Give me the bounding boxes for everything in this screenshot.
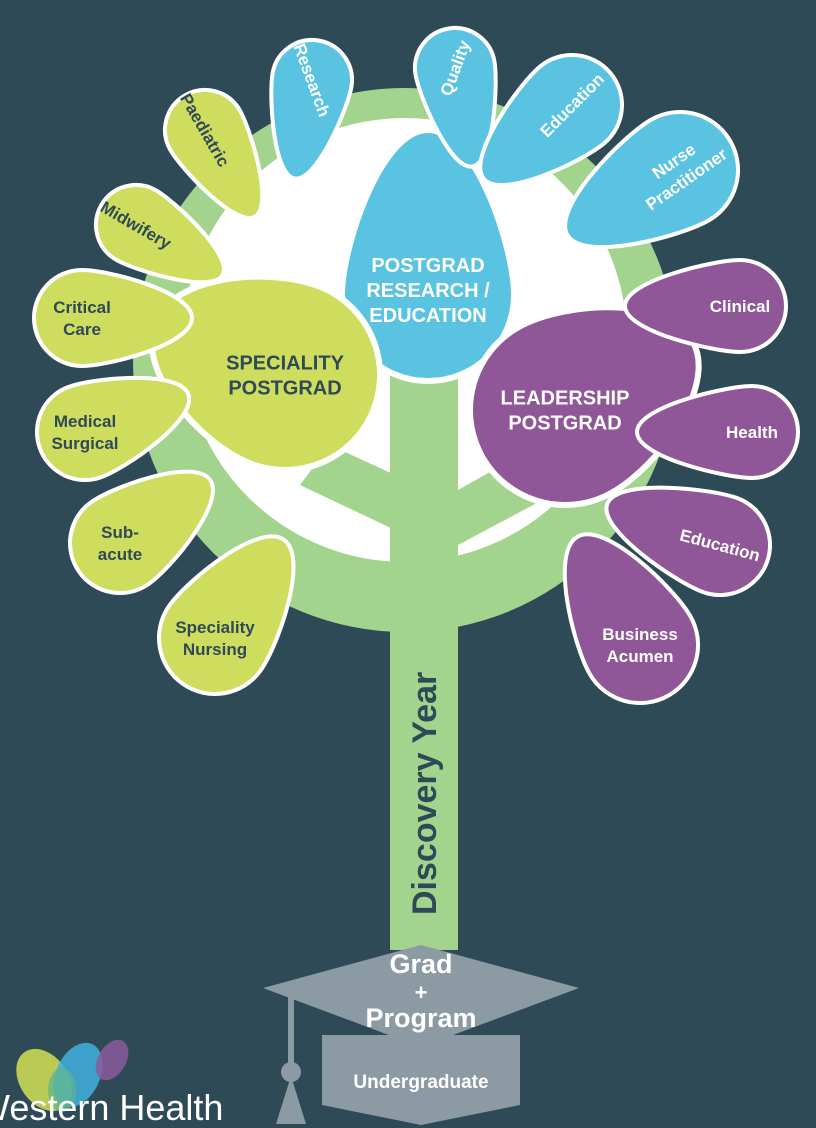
- center-drop-leadership: LEADERSHIP POSTGRAD: [466, 304, 702, 509]
- petal-shape: [622, 257, 789, 355]
- petal-research-research: Research: [269, 38, 354, 181]
- center-drop-research: POSTGRAD RESEARCH / EDUCATION: [338, 126, 518, 385]
- cap-label: Grad+Program: [365, 949, 476, 1033]
- petal-leadership-education: Education: [604, 485, 772, 597]
- graduation-cap: [263, 945, 579, 1125]
- label-line: Surgical: [51, 434, 118, 453]
- petal-shape: [563, 110, 740, 250]
- label-line: Care: [63, 320, 101, 339]
- label-line: acute: [98, 545, 142, 564]
- petal-shape: [68, 469, 215, 595]
- label-line: Clinical: [710, 297, 770, 316]
- label-line: Critical: [53, 298, 111, 317]
- petal-specialty-paediatric: Paediatric: [163, 88, 265, 220]
- label-line: Health: [726, 423, 778, 442]
- petal-shape: [562, 532, 700, 705]
- petal-shape: [35, 375, 192, 482]
- petal-label: Sub-acute: [98, 523, 142, 564]
- petal-shape: [478, 53, 624, 187]
- label-line: Sub-: [101, 523, 139, 542]
- cap-label-line: Grad: [389, 949, 452, 979]
- petal-shape: [604, 485, 772, 597]
- label-line: POSTGRAD: [508, 413, 621, 435]
- banner-shape: [322, 1035, 520, 1125]
- label-line: RESEARCH /: [366, 280, 490, 302]
- petal-specialty-midwifery: Midwifery: [94, 183, 226, 285]
- label-line: POSTGRAD: [228, 378, 341, 400]
- tassel-button: [281, 1062, 301, 1082]
- petal-shape: [94, 183, 226, 285]
- cap-label-line: +: [415, 980, 428, 1005]
- logo-text: Western Health: [0, 1087, 224, 1128]
- label-line: SPECIALITY: [226, 353, 344, 375]
- label-line: Medical: [54, 412, 116, 431]
- petal-shape: [269, 38, 354, 181]
- label-line: Business: [602, 625, 678, 644]
- petal-label: Clinical: [710, 297, 770, 316]
- drop-shape: [148, 273, 384, 474]
- petal-label: Health: [726, 423, 778, 442]
- cap-board: [263, 945, 579, 1047]
- banner-label: Undergraduate: [353, 1072, 488, 1093]
- logo: [16, 1039, 129, 1112]
- petal-research-quality: Quality: [413, 26, 498, 169]
- label-line: Nursing: [183, 640, 247, 659]
- petal-shape: [413, 26, 498, 169]
- label-line: EDUCATION: [369, 305, 486, 327]
- trunk-label: Discovery Year: [406, 672, 444, 915]
- petal-specialty-sub-acute: Sub-acute: [68, 469, 215, 595]
- label-line: Speciality: [175, 618, 255, 637]
- petal-shape: [634, 383, 801, 481]
- drop-shape: [338, 126, 518, 385]
- tassel: [276, 1076, 306, 1124]
- branch-left: [300, 445, 395, 530]
- label-line: LEADERSHIP: [501, 388, 630, 410]
- petal-leadership-clinical: Clinical: [622, 257, 789, 355]
- trunk: [390, 340, 458, 950]
- petal-shape: [157, 534, 296, 696]
- petal-shape: [31, 267, 195, 369]
- label-line: Acumen: [606, 647, 673, 666]
- butterfly-logo-icon: [16, 1039, 129, 1112]
- petal-shape: [163, 88, 265, 220]
- center-drop-specialty: SPECIALITY POSTGRAD: [148, 273, 384, 474]
- petal-leadership-health: Health: [634, 383, 801, 481]
- cap-label-line: Program: [365, 1003, 476, 1033]
- label-line: POSTGRAD: [371, 255, 484, 277]
- petal-research-education: Education: [478, 53, 624, 187]
